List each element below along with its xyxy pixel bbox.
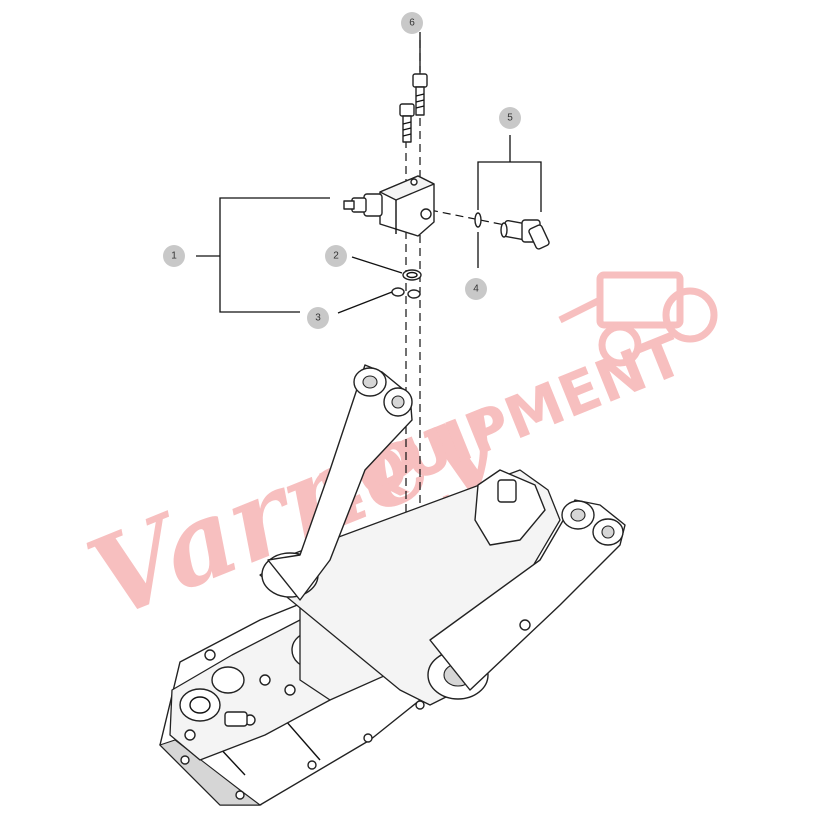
bolts-part-6 — [399, 73, 428, 143]
callout-1: 1 — [163, 245, 185, 267]
lift-arm-left — [267, 364, 413, 601]
callout-6-label: 6 — [409, 18, 415, 29]
callout-3: 3 — [307, 307, 329, 329]
callout-6: 6 — [401, 12, 423, 34]
callout-3-label: 3 — [315, 313, 321, 324]
lift-arm-right — [429, 499, 626, 691]
callout-1-label: 1 — [171, 251, 177, 262]
leader-lines — [196, 32, 542, 314]
bolt-right — [412, 73, 428, 116]
bolt-left — [399, 103, 415, 143]
callout-2: 2 — [325, 245, 347, 267]
seal-ring-part-2 — [402, 269, 422, 281]
valve-block-part-1 — [343, 175, 435, 237]
callout-4: 4 — [465, 278, 487, 300]
bracket-callout-5 — [477, 161, 542, 212]
lift-housing-assembly — [158, 364, 626, 806]
callout-4-label: 4 — [473, 284, 479, 295]
watermark-tractor-logo — [558, 271, 718, 367]
bracket-callout-1 — [219, 197, 330, 313]
elbow-fitting-part-5 — [500, 219, 550, 250]
o-rings-part-3 — [391, 287, 421, 299]
o-ring-part-4 — [474, 212, 482, 228]
callout-5: 5 — [499, 107, 521, 129]
rear-bracket — [474, 469, 546, 546]
callout-5-label: 5 — [507, 113, 513, 124]
callout-2-label: 2 — [333, 251, 339, 262]
